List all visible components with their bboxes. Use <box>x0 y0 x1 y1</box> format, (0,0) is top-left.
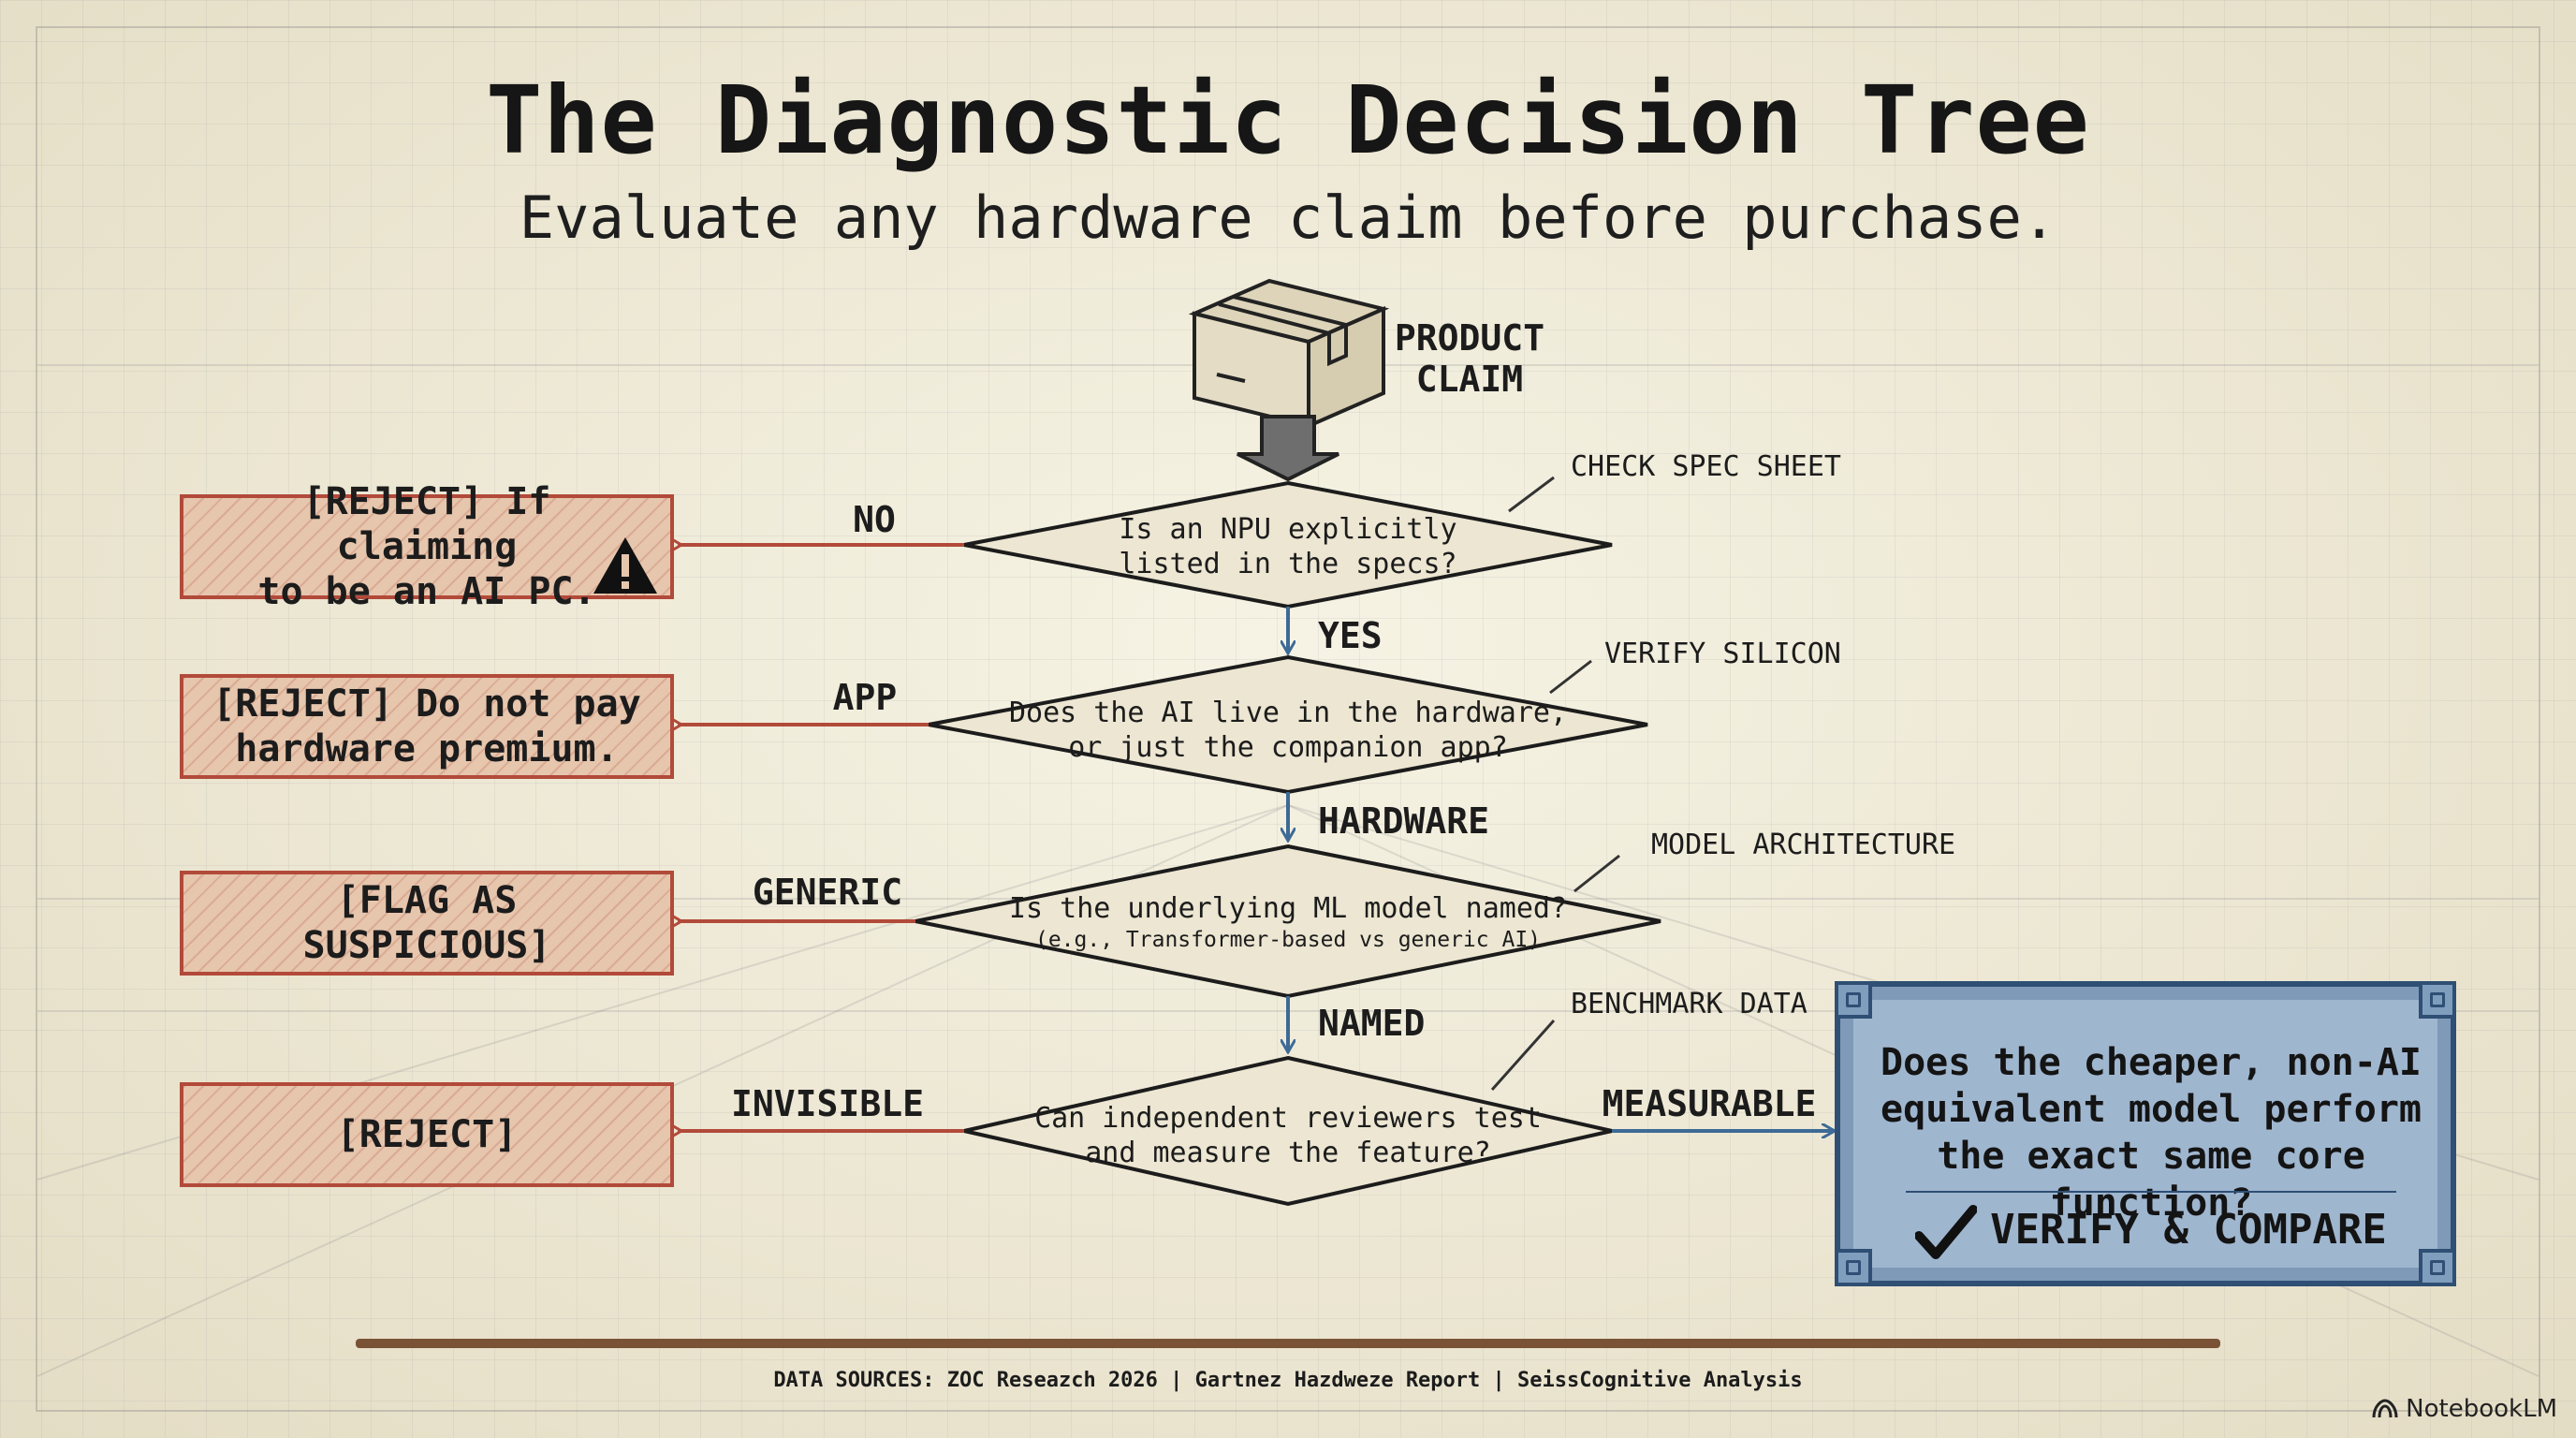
final-divider <box>1906 1191 2396 1193</box>
panel-corner-bolt <box>2419 1249 2456 1286</box>
footer-divider <box>356 1339 2220 1348</box>
page-subtitle: Evaluate any hardware claim before purch… <box>519 183 2057 252</box>
note-model-architecture: MODEL ARCHITECTURE <box>1651 829 1955 861</box>
label-npu-yes: YES <box>1318 615 1383 656</box>
product-box-icon <box>1188 278 1390 430</box>
brand-mark: NotebookLM <box>2372 1395 2557 1423</box>
outcome-reject-text: [REJECT] <box>336 1113 518 1156</box>
outcome-reject: [REJECT] <box>180 1082 674 1187</box>
outcome-reject-premium-text: [REJECT] Do not pay hardware premium. <box>212 682 641 770</box>
note-check-spec-sheet: CHECK SPEC SHEET <box>1571 450 1841 483</box>
label-npu-no: NO <box>853 499 896 540</box>
decision-npu-line1: Is an NPU explicitly <box>1119 513 1456 546</box>
panel-corner-bolt <box>1835 1249 1872 1286</box>
note-benchmark-data: BENCHMARK DATA <box>1571 988 1808 1020</box>
label-measure-invisible: INVISIBLE <box>731 1083 924 1124</box>
brand-name: NotebookLM <box>2406 1395 2557 1423</box>
outcome-reject-ai-pc-text: [REJECT] If claiming to be an AI PC. <box>257 480 596 613</box>
outcome-reject-premium: [REJECT] Do not pay hardware premium. <box>180 674 674 779</box>
decision-npu-line2: listed in the specs? <box>1119 548 1456 580</box>
decision-hardware-line1: Does the AI live in the hardware, <box>1009 697 1567 729</box>
start-label-line1: PRODUCT <box>1395 317 1544 359</box>
start-down-arrow <box>1237 415 1339 482</box>
panel-corner-bolt <box>2419 981 2456 1019</box>
label-measure-measurable: MEASURABLE <box>1603 1083 1817 1124</box>
note-pointer-benchmark <box>1490 1020 1556 1091</box>
checkmark-icon <box>1915 1205 1978 1259</box>
label-hardware: HARDWARE <box>1318 800 1489 842</box>
outcome-flag-suspicious: [FLAG AS SUSPICIOUS] <box>180 871 674 976</box>
decision-measure-line2: and measure the feature? <box>1085 1137 1490 1169</box>
data-sources: DATA SOURCES: ZOC Reseazch 2026 | Gartne… <box>773 1369 1803 1392</box>
note-pointer-model <box>1573 854 1620 893</box>
note-verify-silicon: VERIFY SILICON <box>1604 638 1841 670</box>
decision-hardware-line2: or just the companion app? <box>1068 731 1508 764</box>
final-action-label: VERIFY & COMPARE <box>1990 1206 2387 1254</box>
panel-corner-bolt <box>1835 981 1872 1019</box>
decision-diamond-measure <box>963 1055 1613 1207</box>
note-pointer-silicon <box>1549 659 1592 695</box>
decision-model-line2: (e.g., Transformer-based vs generic AI) <box>1035 928 1541 952</box>
blueprint-frame <box>36 26 2540 1412</box>
notebooklm-logo-icon <box>2372 1399 2398 1418</box>
final-verify-panel: Does the cheaper, non-AI equivalent mode… <box>1835 981 2456 1286</box>
decision-model-line1: Is the underlying ML model named? <box>1009 892 1567 925</box>
page-title: The Diagnostic Decision Tree <box>486 66 2090 175</box>
decision-measure-line1: Can independent reviewers test <box>1034 1102 1542 1135</box>
final-question: Does the cheaper, non-AI equivalent mode… <box>1881 1041 2422 1225</box>
warning-icon <box>593 537 657 594</box>
label-hardware-app: APP <box>833 677 898 718</box>
final-action: VERIFY & COMPARE <box>1840 1204 2462 1260</box>
label-model-named: NAMED <box>1318 1003 1425 1044</box>
label-model-generic: GENERIC <box>753 872 902 913</box>
start-label-line2: CLAIM <box>1416 359 1523 400</box>
outcome-reject-ai-pc: [REJECT] If claiming to be an AI PC. <box>180 480 674 613</box>
note-pointer-spec <box>1508 476 1555 513</box>
outcome-flag-suspicious-text: [FLAG AS SUSPICIOUS] <box>302 879 551 967</box>
